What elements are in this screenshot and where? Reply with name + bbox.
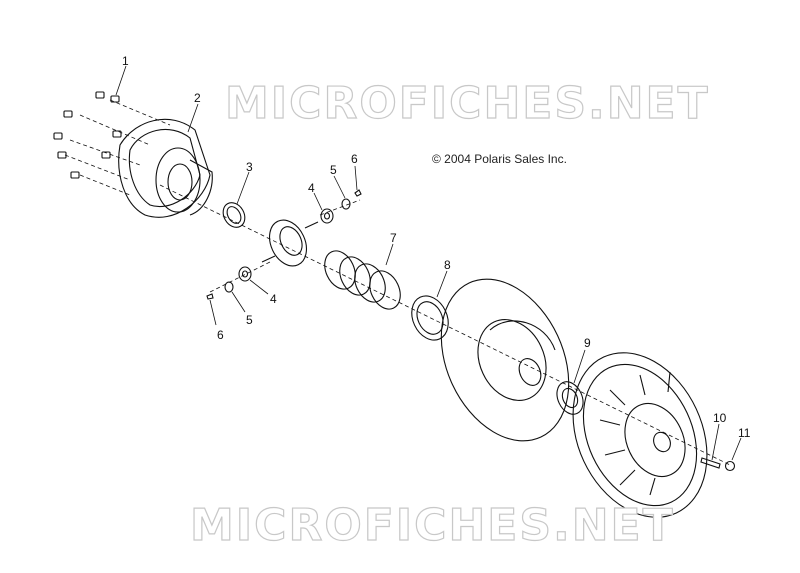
callout-2: 2 [194,91,201,105]
callout-3: 3 [246,160,253,174]
part-2-cover-housing [118,118,213,218]
part-4-bearings [238,208,334,282]
part-10-bolt [700,457,721,469]
spider-assembly [261,219,319,267]
part-5-washers [224,198,351,293]
sheave-fixed [572,352,708,518]
callout-4-upper: 4 [308,181,315,195]
callout-6-upper: 6 [351,152,358,166]
watermark-bottom: MICROFICHES.NET [189,499,675,551]
callout-1: 1 [122,54,129,68]
callout-10: 10 [713,411,727,425]
part-8-ring [411,295,449,341]
sheave-moveable [440,278,570,442]
callout-9: 9 [584,336,591,350]
part-7-spring [324,250,401,310]
leader-lines [115,65,742,461]
callout-11: 11 [738,426,751,440]
copyright-text: © 2004 Polaris Sales Inc. [432,152,567,166]
callout-8: 8 [444,258,451,272]
callout-4-lower: 4 [270,292,277,306]
watermark-top: MICROFICHES.NET [224,77,710,129]
callout-5-lower: 5 [246,313,253,327]
part-3-ring [222,202,246,228]
callout-5-upper: 5 [330,163,337,177]
callout-6-lower: 6 [217,328,224,342]
callout-7: 7 [390,231,397,245]
part-6-clips [206,189,362,300]
part-9-washer [556,381,584,415]
part-1-bolts [53,91,122,179]
part-11-nut [724,460,736,472]
